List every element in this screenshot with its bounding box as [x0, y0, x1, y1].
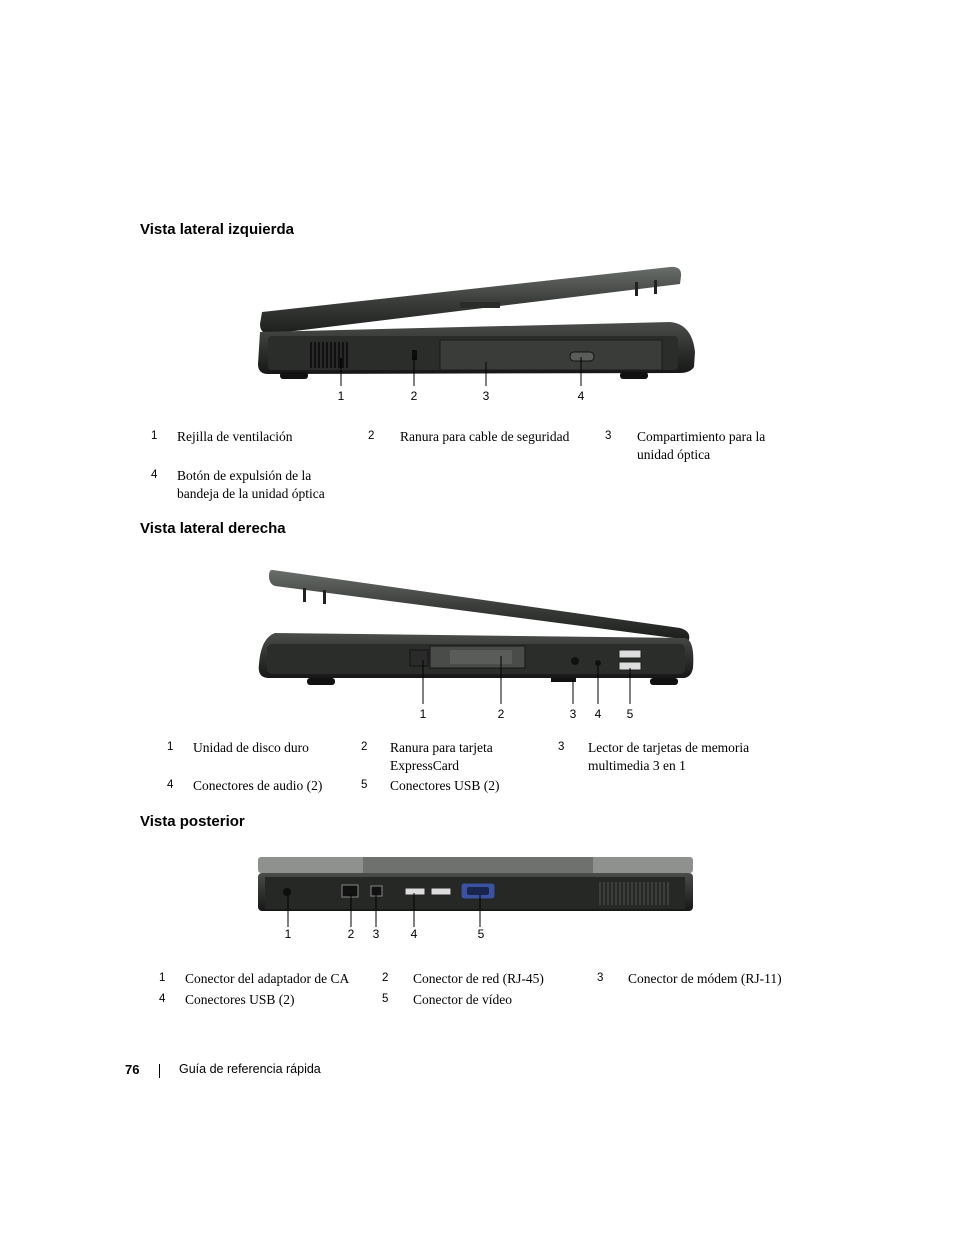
item-text: Lector de tarjetas de memoria multimedia…: [588, 740, 750, 773]
heading-left-side-view: Vista lateral izquierda: [140, 221, 294, 238]
item-text: Conectores de audio (2): [193, 778, 323, 793]
item-text: Unidad de disco duro: [193, 740, 309, 755]
item-text: Conector de módem (RJ-11): [628, 971, 782, 986]
item-number: 2: [382, 972, 389, 984]
callout-label: 2: [410, 389, 418, 403]
item-number: 4: [159, 993, 166, 1005]
item-text: Conectores USB (2): [390, 778, 500, 793]
item-number: 3: [597, 972, 604, 984]
item-number: 3: [558, 741, 565, 753]
callout-label: 4: [410, 927, 418, 941]
item-number: 5: [361, 779, 368, 791]
item-number: 1: [151, 430, 158, 442]
item-text: Compartimiento para la unidad óptica: [637, 429, 766, 462]
callout-label: 3: [372, 927, 380, 941]
callout-label: 2: [347, 927, 355, 941]
item-number: 4: [151, 469, 158, 481]
callout-label: 1: [419, 707, 427, 721]
callout-label: 3: [569, 707, 577, 721]
item-text: Ranura para cable de seguridad: [400, 429, 570, 444]
laptop-left-side-image: [250, 262, 700, 390]
callout-label: 2: [497, 707, 505, 721]
item-text: Conector del adaptador de CA: [185, 971, 350, 986]
item-text: Conector de red (RJ-45): [413, 971, 544, 986]
item-text: Conectores USB (2): [185, 992, 295, 1007]
callout-label: 4: [577, 389, 585, 403]
footer-title: Guía de referencia rápida: [179, 1062, 321, 1076]
callout-label: 3: [482, 389, 490, 403]
callout-label: 5: [626, 707, 634, 721]
item-number: 4: [167, 779, 174, 791]
callout-label: 1: [337, 389, 345, 403]
callout-label: 4: [594, 707, 602, 721]
callout-label: 5: [477, 927, 485, 941]
item-number: 1: [159, 972, 166, 984]
item-number: 5: [382, 993, 389, 1005]
heading-back-view: Vista posterior: [140, 813, 245, 830]
item-number: 3: [605, 430, 612, 442]
item-text: Botón de expulsión de la bandeja de la u…: [177, 468, 325, 501]
page-number: 76: [125, 1062, 140, 1077]
item-text: Ranura para tarjeta ExpressCard: [390, 740, 493, 773]
laptop-back-image: [255, 855, 695, 935]
footer-divider: [159, 1064, 160, 1078]
item-number: 2: [368, 430, 375, 442]
heading-right-side-view: Vista lateral derecha: [140, 520, 286, 537]
laptop-right-side-image: [255, 568, 700, 708]
item-text: Conector de vídeo: [413, 992, 512, 1007]
callout-label: 1: [284, 927, 292, 941]
item-number: 2: [361, 741, 368, 753]
item-text: Rejilla de ventilación: [177, 429, 293, 444]
item-number: 1: [167, 741, 174, 753]
